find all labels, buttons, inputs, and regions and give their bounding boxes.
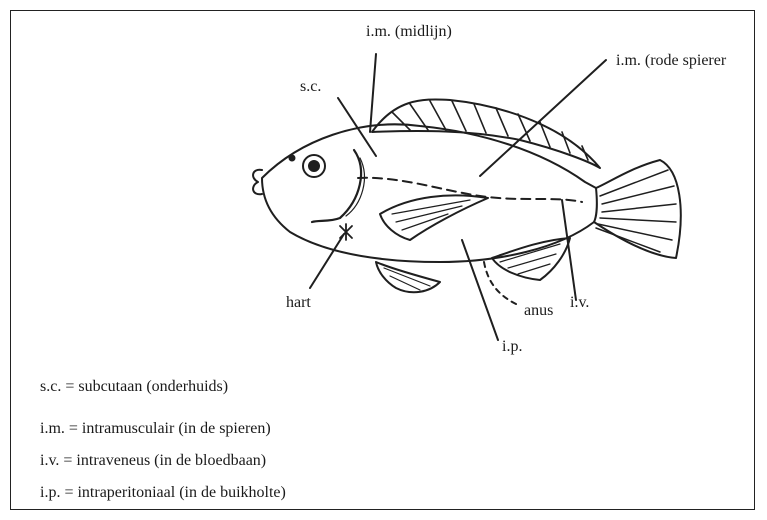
label-im-midline: i.m. (midlijn) [366, 23, 452, 41]
legend-item-sc: s.c. = subcutaan (onderhuids) [40, 378, 228, 396]
pointer-ip [462, 240, 498, 340]
label-iv: i.v. [570, 294, 589, 312]
fish-mouth [253, 170, 262, 195]
label-ip: i.p. [502, 338, 522, 356]
anus-line [484, 262, 516, 304]
gill-cover [312, 150, 361, 222]
pointer-hart [310, 234, 344, 288]
legend-item-im: i.m. = intramusculair (in de spieren) [40, 420, 271, 438]
fish-eye-pupil [309, 161, 319, 171]
fish-nostril [290, 156, 295, 161]
legend-item-ip: i.p. = intraperitoniaal (in de buikholte… [40, 484, 286, 502]
label-sc: s.c. [300, 78, 321, 96]
legend-item-iv: i.v. = intraveneus (in de bloedbaan) [40, 452, 266, 470]
pointer-iv [562, 200, 576, 300]
label-anus: anus [524, 302, 553, 320]
label-hart: hart [286, 294, 311, 312]
pointer-im-midline [370, 54, 376, 132]
pectoral-fin [380, 195, 488, 240]
label-im-red-muscle: i.m. (rode spierer [616, 52, 726, 70]
lateral-line [358, 178, 582, 202]
